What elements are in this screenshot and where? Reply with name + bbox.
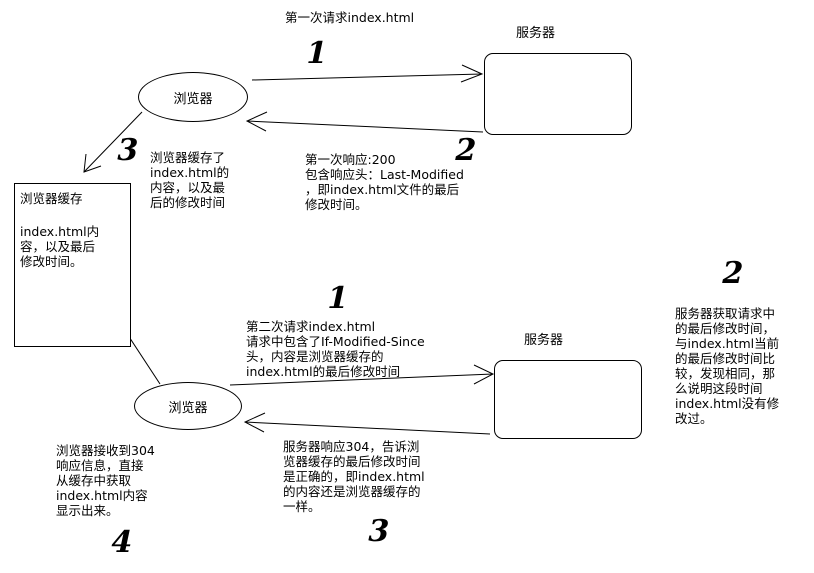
server-top-label: 服务器: [516, 26, 556, 41]
server-304-label: 服务器响应304，告诉浏 览器缓存的最后修改时间 是正确的，即index.htm…: [283, 439, 425, 514]
browser-top-label: 浏览器: [173, 91, 213, 107]
first-response-arrowhead: [245, 111, 268, 132]
server-bottom-label: 服务器: [524, 333, 564, 348]
first-response-label: 第一次响应:200 包含响应头：Last-Modified ，即index.ht…: [305, 152, 464, 212]
browser-bottom-label: 浏览器: [168, 400, 208, 416]
second-request-arrow: [229, 373, 494, 386]
browser-bottom-node: 浏览器: [134, 382, 242, 430]
store-cache-arrowhead: [83, 153, 102, 173]
cache-title: 浏览器缓存: [20, 191, 83, 206]
response-304-arrowhead: [243, 412, 266, 433]
second-request-label: 第二次请求index.html 请求中包含了If-Modified-Since …: [246, 319, 425, 379]
server-top-box: [484, 53, 632, 135]
server-compare-label: 服务器获取请求中 的最后修改时间， 与index.html当前 的最后修改时间比…: [675, 306, 780, 426]
browser-cache-box: [14, 183, 131, 347]
first-response-arrow: [246, 120, 484, 133]
cache-store-label: 浏览器缓存了 index.html的 内容，以及最 后的修改时间: [150, 150, 230, 210]
store-cache-arrow: [83, 111, 143, 173]
first-request-arrowhead: [460, 64, 484, 83]
server-bottom-box: [494, 360, 642, 439]
first-request-arrow: [251, 73, 483, 81]
first-request-label: 第一次请求index.html: [285, 10, 415, 25]
response-304-arrow: [244, 421, 491, 435]
cache-body: index.html内 容，以及最后 修改时间。: [20, 224, 100, 269]
second-request-arrowhead: [473, 364, 495, 385]
browser-304-label: 浏览器接收到304 响应信息，直接 从缓存中获取 index.html内容 显示…: [56, 443, 155, 518]
browser-top-node: 浏览器: [138, 72, 248, 122]
